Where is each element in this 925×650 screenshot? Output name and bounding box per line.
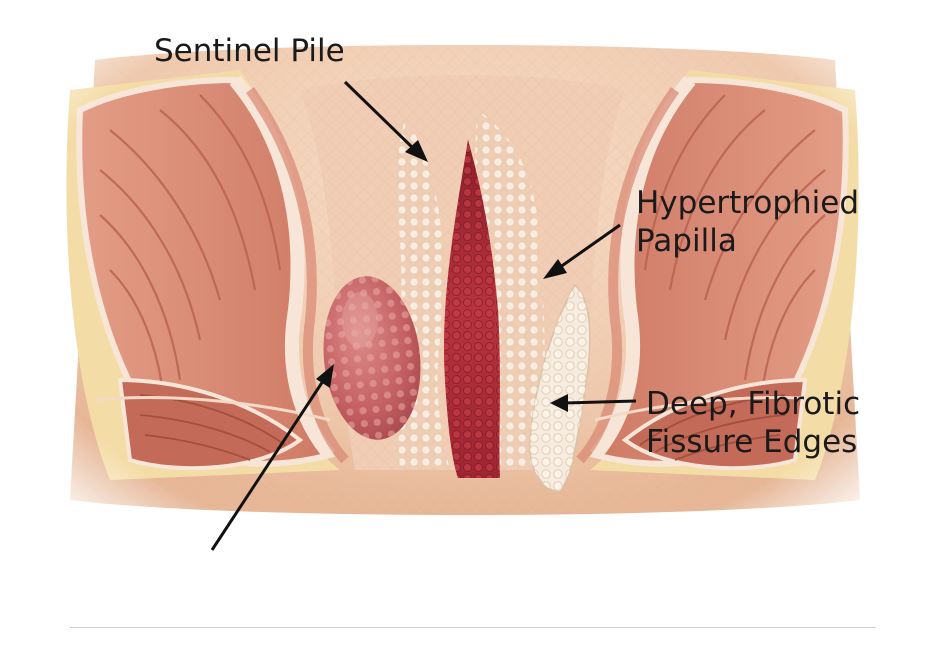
label-sentinel-pile-line-1: Sentinel Pile <box>154 33 345 69</box>
label-fissure-edges-line-1: Deep, Fibrotic <box>646 386 861 422</box>
arrow-lower-left <box>210 364 334 551</box>
label-hypertrophied-papilla-line-2: Papilla <box>636 223 737 259</box>
label-hypertrophied-papilla: Hypertrophied Papilla <box>636 184 859 260</box>
label-fissure-edges: Deep, Fibrotic Fissure Edges <box>646 385 860 461</box>
label-hypertrophied-papilla-line-1: Hypertrophied <box>636 185 860 221</box>
vignette <box>0 0 925 600</box>
arrow-fissure-edges <box>550 394 637 412</box>
label-fissure-edges-line-2: Fissure Edges <box>646 424 858 460</box>
bottom-divider <box>70 627 876 628</box>
pointer-arrows <box>210 80 637 551</box>
arrow-sentinel-pile <box>343 80 428 162</box>
label-sentinel-pile: Sentinel Pile <box>154 32 345 70</box>
arrow-hypertrophied-papilla <box>543 223 621 279</box>
